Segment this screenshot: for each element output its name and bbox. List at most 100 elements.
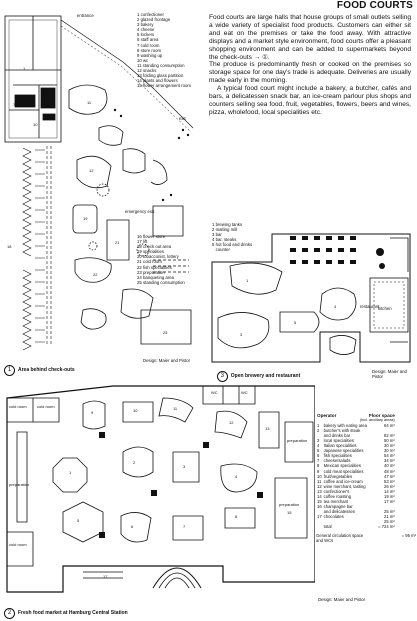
plan-number: 4	[334, 304, 337, 309]
operator-name: butcher's with steak	[323, 428, 361, 434]
row-number: 5	[317, 448, 320, 454]
plan-3-drawing	[211, 233, 411, 363]
floor-space-value: 30 m²	[384, 443, 395, 449]
floor-space-value: 34 m²	[384, 458, 395, 464]
figure-number: 1	[4, 365, 15, 376]
label-exit: exit	[179, 116, 186, 121]
label-wc: WC	[211, 390, 218, 395]
plan-number: 5	[294, 320, 297, 325]
operator-name: and delicatessen	[323, 508, 356, 514]
row-number: 6	[317, 453, 320, 459]
row-number: 7	[317, 458, 320, 464]
label-wc: WC	[241, 390, 248, 395]
plan-number: 11	[173, 406, 178, 411]
general-circulation-value: = 95 m²	[401, 533, 416, 539]
row-number: 4	[317, 443, 320, 449]
plan-number: 1	[246, 278, 249, 283]
row-number: 17	[317, 513, 322, 519]
row-number: 13	[317, 488, 322, 494]
plan-number: 8	[235, 514, 238, 519]
plan-number: 25	[163, 330, 168, 335]
plan-number: 6	[131, 524, 134, 529]
plan-number: 2	[133, 460, 136, 465]
plan-number: 11	[87, 100, 92, 105]
operator-name: Japanese specialities	[323, 448, 364, 454]
floor-space-value: 19 m²	[384, 493, 395, 499]
floor-space-value: 50 m²	[384, 438, 395, 444]
plan-number: 12	[229, 420, 234, 425]
operator-name: total	[323, 524, 332, 530]
caption-text: Fresh food market at Hamburg Central Sta…	[18, 610, 128, 616]
general-circulation-label: General circulation space and WCs	[316, 533, 364, 544]
row-number: 16	[317, 503, 322, 509]
plan-number: 10	[33, 122, 38, 127]
label-preparation: preparation	[9, 482, 30, 487]
operator-name: coffee roasting	[323, 493, 352, 499]
operator-name: and drinks bar	[323, 433, 351, 439]
row-number: 14	[317, 493, 322, 499]
plan-number: 7	[183, 524, 186, 529]
plan-number: 22	[93, 272, 98, 277]
floor-space-value: 64 m²	[384, 423, 395, 429]
label-cold-room: cold room	[37, 404, 55, 409]
operator-name: cheese/salads	[323, 458, 351, 464]
operator-name: tea merchant	[323, 498, 349, 504]
legend-plan-1b: 16 flower store 17 lift 18 check out are…	[137, 234, 185, 285]
general-circulation: General circulation space and WCs = 95 m…	[316, 533, 416, 543]
operator-name: champagne bar	[323, 503, 353, 509]
plan-number: 19	[83, 216, 88, 221]
plan-number: 4	[235, 474, 238, 479]
plan-number: 3	[183, 464, 186, 469]
plan-number: 10	[133, 408, 138, 413]
plan-number: 1	[69, 470, 72, 475]
floor-space-value: 40 m²	[384, 463, 395, 469]
label-emergency-exit: emergency exit	[125, 209, 155, 214]
paragraph-2: The produce is predominantly fresh or co…	[209, 61, 411, 85]
row-number: 3	[317, 438, 320, 444]
table-row: and delicatessen 25 m²	[316, 509, 396, 514]
legend-plan-1a: 1 confectioner 2 glazed frontage 3 baker…	[137, 12, 191, 89]
plan-2-drawing	[6, 385, 315, 593]
design-credit: Design: Maier and Pistor	[143, 358, 191, 363]
row-number: 12	[317, 483, 322, 489]
floor-space-value: 21 m²	[384, 513, 395, 519]
floor-space-value: 25 m²	[384, 508, 395, 514]
plan-number: 17	[103, 574, 108, 579]
floor-space-value: 48 m²	[384, 468, 395, 474]
table-header-area: Floor space	[368, 413, 395, 418]
design-credit-3: Design: Maier and Pistor	[372, 369, 407, 379]
floor-space-value: 14 m²	[384, 488, 395, 494]
paragraph-3: A typical food court might include a bak…	[209, 85, 411, 116]
row-number: 11	[317, 478, 322, 484]
row-number: 8	[317, 463, 320, 469]
paragraph-1: Food courts are large halls that house g…	[209, 14, 411, 61]
operator-name: Mexican specialities	[323, 463, 361, 469]
plan-number: 18	[7, 244, 12, 249]
row-number	[316, 524, 323, 529]
floor-space-value: 53 m²	[384, 478, 395, 484]
plan-number: 9	[91, 410, 94, 415]
plan-number: 5	[77, 518, 80, 523]
operator-name: Italian specialities	[323, 443, 357, 449]
operator-name: local specialities	[323, 438, 354, 444]
operator-name: fruit/vegetables	[323, 473, 353, 479]
table-header-area-sub: (incl. ancillary areas)	[359, 418, 395, 423]
page-title: FOOD COURTS	[336, 0, 413, 11]
